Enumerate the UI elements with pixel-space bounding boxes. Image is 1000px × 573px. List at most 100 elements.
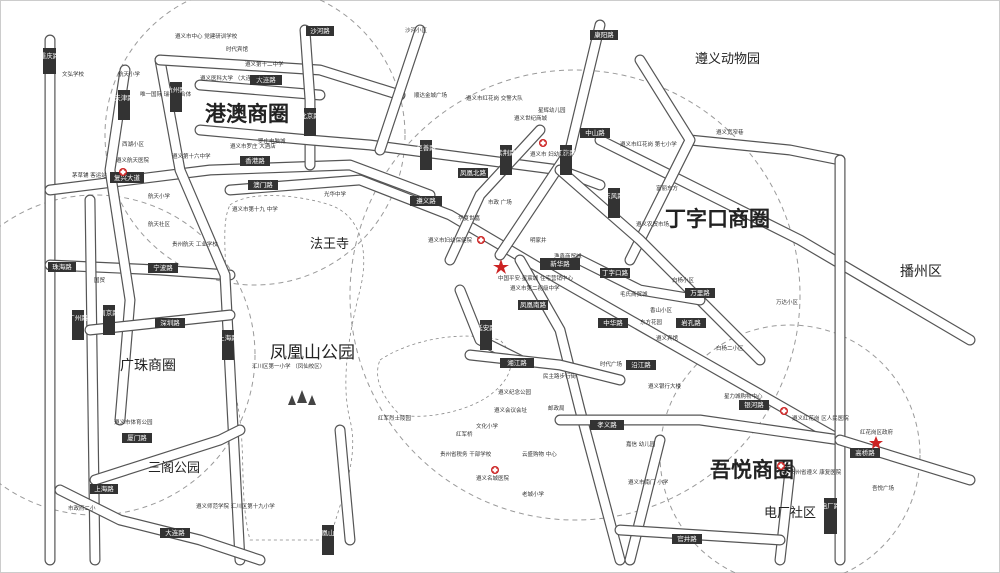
poi-label: 航天社区 bbox=[148, 220, 171, 228]
poi-label: 顺达金城广场 bbox=[414, 91, 448, 99]
poi-label: 国贸 bbox=[94, 276, 106, 284]
poi-label: 红花岗区政府 bbox=[860, 428, 894, 436]
svg-text:北京路: 北京路 bbox=[300, 111, 320, 120]
svg-text:复兴大道: 复兴大道 bbox=[114, 173, 141, 182]
road-tag-fenghuangshan: 凤凰山路 bbox=[315, 525, 342, 555]
road-tag-fuxing: 复兴大道 bbox=[110, 172, 144, 183]
poi-label: 吾悦广场 bbox=[872, 484, 895, 492]
poi-label: 毛氏商贸城 bbox=[620, 290, 648, 298]
poi-label: 明家井 bbox=[530, 236, 547, 244]
road-tag-yinhe: 银河路 bbox=[739, 400, 769, 410]
road-tag-diansheng: 电厂路 bbox=[821, 498, 841, 534]
svg-text:凤凰北路: 凤凰北路 bbox=[460, 168, 487, 177]
svg-text:高桥路: 高桥路 bbox=[855, 448, 875, 457]
poi-label: 遵义红花岗 区人民医院 bbox=[792, 414, 849, 422]
poi-label: 红军桥 bbox=[456, 430, 473, 438]
poi-label: 罗庄电脑城 bbox=[258, 137, 286, 145]
poi-label: 遵义宽窄巷 bbox=[716, 128, 744, 136]
road-tag-dingzi: 丁字口路 bbox=[600, 268, 630, 278]
road-tag-guangjie: 官井路 bbox=[672, 534, 702, 544]
road-tag-yanjiang: 沿江路 bbox=[626, 360, 656, 370]
poi-label: 老城小学 bbox=[522, 490, 545, 498]
dingzikou-circle bbox=[349, 69, 801, 521]
svg-text:中山路: 中山路 bbox=[585, 128, 605, 137]
poi-label: 遵义纪念公园 bbox=[498, 388, 532, 396]
red-cross-icon bbox=[777, 462, 785, 470]
road-tag-chongqing: 重庆路 bbox=[40, 48, 60, 74]
svg-text:重庆路: 重庆路 bbox=[40, 51, 60, 60]
fenghuang-park-label: 凤凰山公园 bbox=[270, 343, 355, 363]
poi-label: 遵义市 妇幼医院 bbox=[530, 150, 571, 158]
poi-label: 遵义市罗庄 大酒店 bbox=[230, 142, 276, 150]
poi-label: 贵州省税务 干部学校 bbox=[440, 450, 492, 458]
svg-text:上海路: 上海路 bbox=[94, 484, 114, 493]
road-tag-yingyang: 岩孔路 bbox=[676, 318, 706, 328]
road-tag-beijing: 北京路 bbox=[300, 108, 320, 136]
poi-label: 星力城购物中心 bbox=[724, 392, 763, 400]
road-tag-hongqi: 红旗路 bbox=[556, 145, 576, 175]
svg-text:康阳路: 康阳路 bbox=[594, 30, 614, 39]
svg-text:杭州路: 杭州路 bbox=[166, 85, 186, 94]
poi-label: 遵义市中心 党建研训学校 bbox=[175, 32, 238, 40]
road-tag-zhonghua: 中华路 bbox=[598, 318, 628, 328]
road-tag-shangshan: 上海路 bbox=[90, 484, 118, 494]
poi-label: 遵义农贸市场 bbox=[636, 220, 670, 228]
poi-label: 遵义市红花岗 第七小学 bbox=[620, 140, 677, 148]
poi-label: 遵义宾馆 bbox=[656, 334, 679, 342]
poi-label: 云盛购物 中心 bbox=[522, 450, 557, 458]
svg-text:电厂路: 电厂路 bbox=[821, 501, 841, 510]
poi-label: 遵义第十二中学 bbox=[245, 60, 284, 68]
poi-label: 遵义第十六中学 bbox=[172, 152, 211, 160]
star-icon bbox=[493, 259, 509, 274]
svg-text:凤凰南路: 凤凰南路 bbox=[520, 300, 547, 309]
poi-label: 汇川区第一小学 （凤仙校区） bbox=[252, 362, 325, 370]
svg-text:湘江路: 湘江路 bbox=[507, 358, 527, 367]
svg-text:紫荆路: 紫荆路 bbox=[496, 148, 516, 157]
poi-label: 遵义市体育公园 bbox=[114, 418, 153, 426]
poi-label: 沙河小区 bbox=[405, 26, 428, 34]
poi-label: 白杨小区 bbox=[672, 276, 695, 284]
svg-text:万里路: 万里路 bbox=[690, 288, 710, 297]
red-cross-icon bbox=[539, 139, 547, 147]
gangao-circle bbox=[104, 0, 406, 286]
svg-text:新华路: 新华路 bbox=[550, 259, 570, 268]
poi-label: 东方花园 bbox=[640, 318, 663, 326]
road-tag-hangzhou: 杭州路 bbox=[166, 82, 186, 112]
poi-label: 文弘学校 bbox=[62, 70, 85, 78]
road-tag-tianjin: 天津路 bbox=[114, 90, 134, 120]
road-tag-fenghuangnan: 凤凰南路 bbox=[518, 300, 548, 310]
poi-label: 遵义航天医院 bbox=[116, 156, 150, 164]
road-tag-zhoushu: 至善路 bbox=[416, 140, 436, 170]
poi-label: 遵义会议会址 bbox=[494, 406, 528, 414]
svg-text:广州路: 广州路 bbox=[68, 313, 88, 322]
sange-park-label: 三阁公园 bbox=[148, 461, 200, 476]
svg-text:孝义路: 孝义路 bbox=[597, 420, 617, 429]
road-tag-kangyang: 康阳路 bbox=[590, 30, 618, 40]
road-tag-gaoqiao: 高桥路 bbox=[850, 448, 880, 458]
svg-text:珠海路: 珠海路 bbox=[52, 262, 72, 271]
svg-text:香港路: 香港路 bbox=[245, 156, 265, 165]
road-tag-xianggang: 香港路 bbox=[240, 156, 270, 166]
road-tag-yanyang: 延安路 bbox=[476, 320, 496, 350]
svg-text:天津路: 天津路 bbox=[114, 93, 134, 102]
poi-label: 遵义市第二初级中学 bbox=[510, 284, 560, 292]
svg-text:官井路: 官井路 bbox=[677, 534, 697, 543]
road-tag-shanghai: 上海路 bbox=[218, 330, 238, 360]
poi-label: 贵州航天 工业学校 bbox=[172, 240, 218, 248]
road-tag-xinhua: 新华路 bbox=[540, 258, 580, 270]
poi-label: 遵义市红花岗 交警大队 bbox=[466, 94, 523, 102]
zoo-label: 遵义动物园 bbox=[695, 51, 760, 67]
poi-label: 光华中学 bbox=[324, 190, 347, 198]
dianchang-label: 电厂社区 bbox=[764, 505, 816, 521]
svg-text:深圳路: 深圳路 bbox=[160, 318, 180, 327]
svg-text:银河路: 银河路 bbox=[744, 400, 764, 409]
fawang-temple-label: 法王寺 bbox=[310, 237, 349, 252]
poi-label: 遵义市第十九 中学 bbox=[232, 205, 278, 213]
red-cross-icon bbox=[491, 466, 499, 474]
red-cross-icon bbox=[119, 168, 127, 176]
road-tag-aomen: 澳门路 bbox=[248, 180, 278, 190]
guangzhu-circle bbox=[0, 194, 256, 516]
poi-label: 中国平安·星宸城 住宅营销中心 bbox=[498, 274, 573, 282]
